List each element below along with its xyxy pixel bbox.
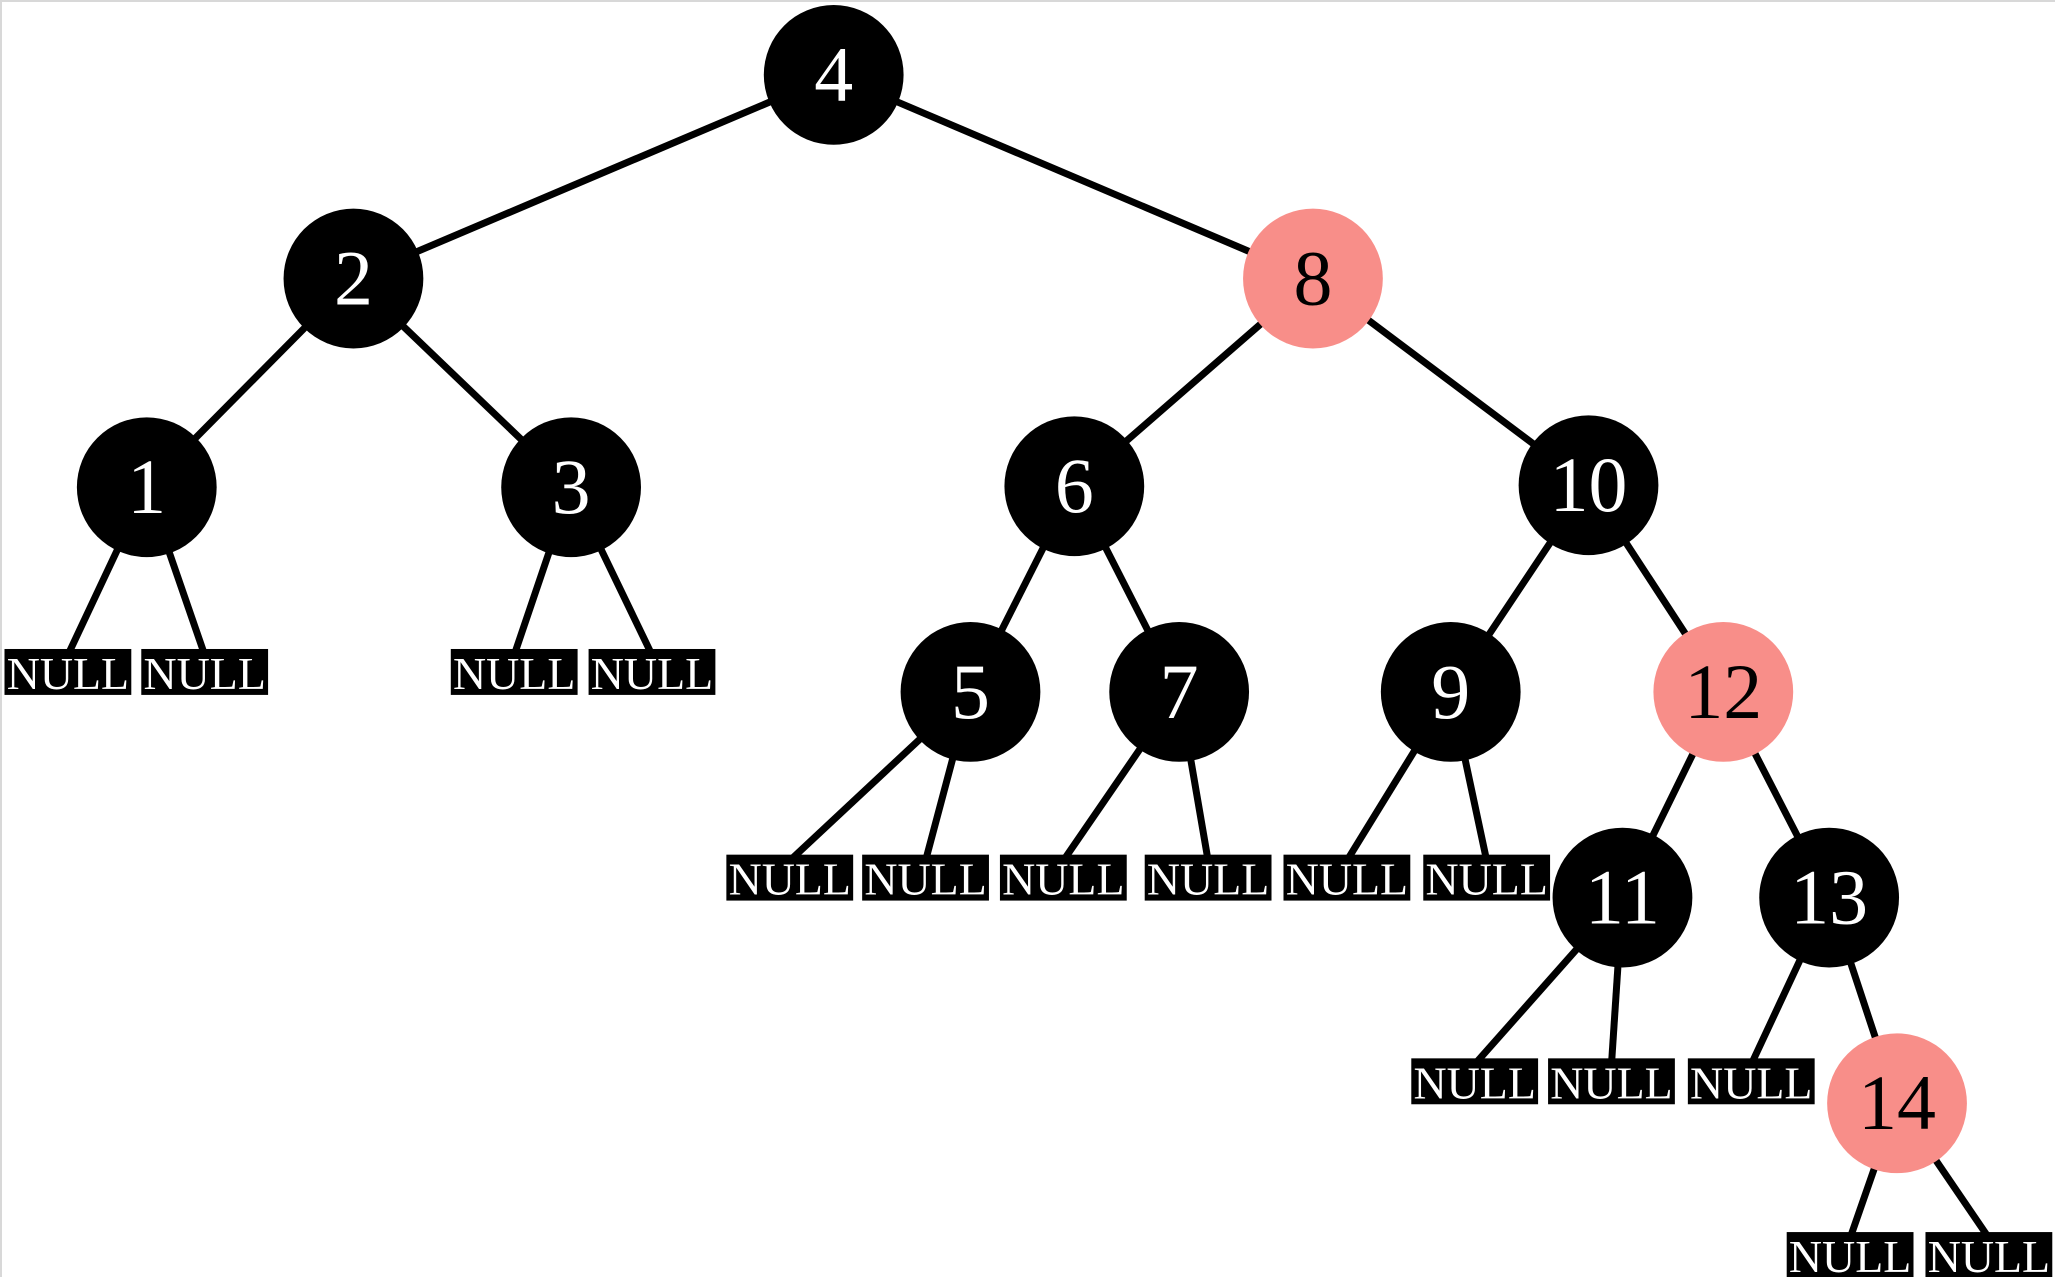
- null-leaf-label: NULL: [1413, 1057, 1535, 1108]
- null-leaf-label: NULL: [864, 854, 986, 905]
- null-leaf: NULL: [726, 854, 854, 905]
- null-leaf-label: NULL: [1550, 1057, 1672, 1108]
- black-node-circle: [501, 417, 641, 558]
- null-leaf-box: [141, 648, 269, 695]
- node-value-label: 12: [1684, 649, 1762, 735]
- tree-node-14: 14: [1827, 1033, 1967, 1174]
- node-value-label: 8: [1293, 236, 1332, 322]
- null-leaf: NULL: [1411, 1057, 1539, 1108]
- node-value-label: 14: [1858, 1060, 1936, 1146]
- null-leaf: NULL: [1786, 1231, 1914, 1277]
- null-leaf-label: NULL: [1147, 854, 1269, 905]
- node-value-label: 2: [334, 236, 373, 322]
- node-value-label: 5: [951, 649, 990, 735]
- null-leaf-box: [450, 648, 578, 695]
- red-node-circle: [1653, 622, 1794, 762]
- null-leaf-box: [1786, 1232, 1914, 1277]
- null-leaf: NULL: [450, 648, 578, 699]
- tree-edge-4-8: [832, 71, 1315, 282]
- node-value-label: 11: [1585, 855, 1660, 941]
- null-leaf: NULL: [1548, 1057, 1675, 1108]
- null-leaf-box: [1925, 1232, 2053, 1277]
- null-leaf-label: NULL: [1789, 1231, 1911, 1277]
- null-leaf-box: [1144, 854, 1272, 901]
- null-leaf-box: [588, 648, 716, 695]
- node-value-label: 13: [1790, 855, 1868, 941]
- tree-node-4: 4: [763, 4, 904, 145]
- black-node-circle: [76, 417, 217, 558]
- null-leaf: NULL: [999, 854, 1127, 905]
- tree-node-7: 7: [1109, 622, 1250, 762]
- null-leaf: NULL: [1423, 854, 1551, 905]
- tree-node-1: 1: [76, 417, 217, 558]
- null-leaf-label: NULL: [7, 648, 129, 699]
- node-value-label: 9: [1431, 649, 1470, 735]
- null-leaf: NULL: [862, 854, 989, 905]
- null-leaf: NULL: [1283, 854, 1411, 905]
- tree-node-9: 9: [1380, 622, 1521, 762]
- black-node-circle: [1759, 827, 1900, 968]
- null-leaf: NULL: [1144, 854, 1272, 905]
- tree-node-13: 13: [1759, 827, 1900, 968]
- node-value-label: 7: [1160, 649, 1199, 735]
- black-node-circle: [1109, 622, 1250, 762]
- tree-node-6: 6: [1004, 416, 1145, 557]
- node-value-label: 1: [127, 444, 166, 530]
- tree-node-5: 5: [900, 622, 1041, 762]
- tree-node-2: 2: [283, 208, 424, 349]
- node-value-label: 3: [552, 444, 591, 530]
- null-leaf: NULL: [588, 648, 716, 699]
- tree-node-8: 8: [1243, 208, 1383, 349]
- black-node-circle: [900, 622, 1041, 762]
- null-leaf-box: [999, 854, 1127, 901]
- black-node-circle: [763, 4, 904, 145]
- null-leaf-label: NULL: [453, 648, 575, 699]
- black-node-circle: [1380, 622, 1521, 762]
- null-leaf-label: NULL: [1928, 1231, 2050, 1277]
- black-node-circle: [283, 208, 424, 349]
- null-leaf-label: NULL: [1286, 854, 1408, 905]
- null-leaf-box: [1548, 1058, 1675, 1105]
- null-leaf-label: NULL: [1425, 854, 1547, 905]
- null-leaf: NULL: [141, 648, 269, 699]
- black-node-circle: [1518, 415, 1659, 556]
- null-leaf-box: [862, 854, 989, 901]
- null-leaf-label: NULL: [729, 854, 851, 905]
- black-node-circle: [1552, 827, 1693, 968]
- null-leaf-box: [726, 854, 854, 901]
- null-leaf-label: NULL: [143, 648, 265, 699]
- null-leaf-box: [1283, 854, 1411, 901]
- null-leaf-label: NULL: [591, 648, 713, 699]
- null-leaf-box: [4, 648, 132, 695]
- red-node-circle: [1243, 208, 1383, 349]
- null-leaf: NULL: [4, 648, 132, 699]
- tree-node-10: 10: [1518, 415, 1659, 556]
- null-leaf-label: NULL: [1690, 1057, 1812, 1108]
- tree-node-3: 3: [501, 417, 641, 558]
- tree-node-11: 11: [1552, 827, 1693, 968]
- null-leaf-box: [1411, 1058, 1539, 1105]
- node-value-label: 10: [1550, 442, 1628, 528]
- black-node-circle: [1004, 416, 1145, 557]
- node-value-label: 6: [1055, 443, 1094, 529]
- red-node-circle: [1827, 1033, 1967, 1174]
- null-leaf: NULL: [1925, 1231, 2053, 1277]
- null-leaves-layer: NULL NULL NULL NULL NULL NULL NULL NULL NULL NULL…: [4, 648, 2053, 1277]
- null-leaf: NULL: [1687, 1057, 1815, 1108]
- null-leaf-box: [1687, 1058, 1815, 1105]
- node-value-label: 4: [814, 32, 853, 118]
- tree-node-12: 12: [1653, 622, 1794, 762]
- null-leaf-label: NULL: [1002, 854, 1124, 905]
- null-leaf-box: [1423, 854, 1551, 901]
- tree-edge-4-2: [352, 71, 836, 282]
